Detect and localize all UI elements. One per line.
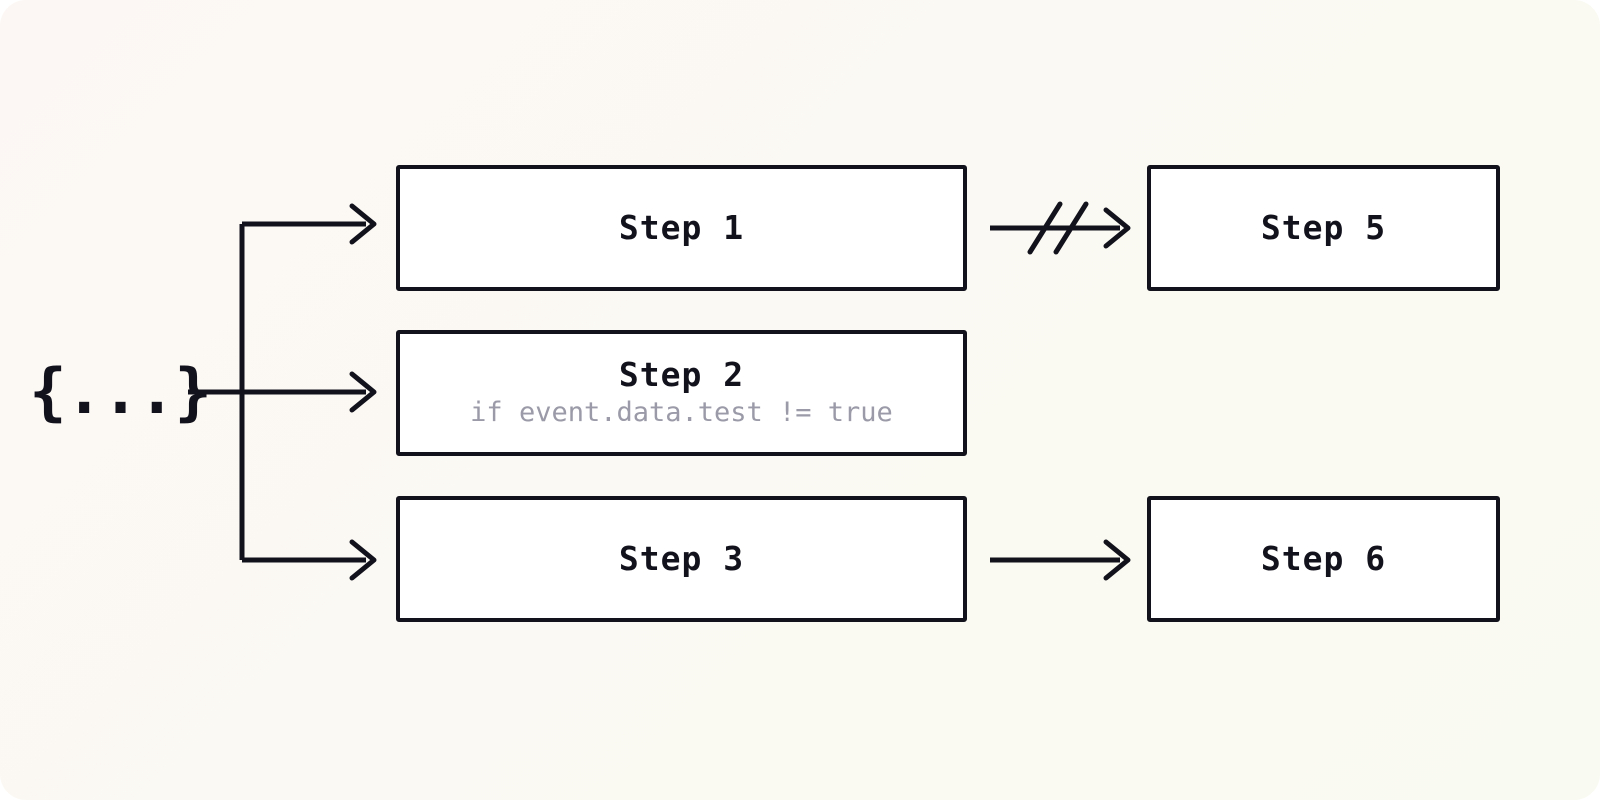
double-slash-skip-marker: [1027, 201, 1089, 255]
edge-trigger-to-step1: [242, 203, 377, 245]
node-step-2[interactable]: Step 2 if event.data.test != true: [396, 330, 967, 456]
node-step-3-title: Step 3: [618, 539, 745, 579]
node-step-2-condition: if event.data.test != true: [470, 397, 893, 429]
edge-trigger-to-step3: [242, 539, 377, 581]
node-step-1[interactable]: Step 1: [396, 165, 967, 291]
node-step-3[interactable]: Step 3: [396, 496, 967, 622]
node-step-5-title: Step 5: [1260, 208, 1387, 248]
node-step-5[interactable]: Step 5: [1147, 165, 1500, 291]
node-step-6-title: Step 6: [1260, 539, 1387, 579]
event-payload-token[interactable]: {...}: [29, 355, 212, 428]
edge-trigger-to-step2: [242, 371, 377, 413]
edge-step1-to-step5: [990, 201, 1131, 255]
node-step-2-title: Step 2: [618, 355, 745, 395]
node-step-1-title: Step 1: [618, 208, 745, 248]
edge-step3-to-step6: [990, 539, 1131, 581]
node-step-6[interactable]: Step 6: [1147, 496, 1500, 622]
